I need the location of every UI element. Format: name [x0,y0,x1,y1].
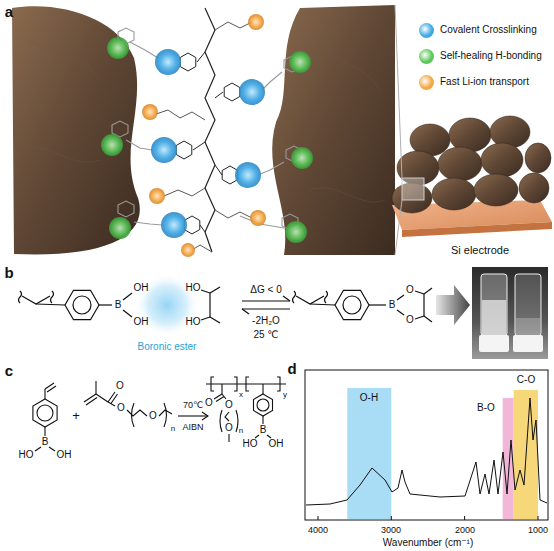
legend-text: Covalent Crosslinking [440,25,537,35]
axis-title: Wavenumber (cm⁻¹) [383,538,473,548]
condition-label: ΔG < 0 [250,285,281,295]
legend-text: Self-healing H-bonding [440,51,542,61]
atom-label: O [225,400,233,410]
atom-label: OH [134,317,149,327]
atom-label: OH [269,439,284,449]
band-label: C-O [517,375,535,385]
panel-letter: b [4,265,13,280]
atom-label: OH [134,283,149,293]
legend-entry: Self-healing H-bonding [419,49,542,64]
atom-label: HO [186,317,201,327]
atom-label: O [205,398,213,408]
axis-tick: 2000 [455,526,475,535]
atom-label: B [389,300,396,310]
subscript: n [171,425,175,433]
legend-swatch [419,23,434,38]
axis-tick: 3000 [381,526,401,535]
legend-entry: Fast Li-ion transport [419,75,529,90]
atom-label: B [260,425,267,435]
axis-tick: 4000 [308,526,328,535]
atom-label: O [149,411,157,421]
atom-label: HO [19,450,34,460]
band-label: O-H [360,393,378,403]
legend-swatch [419,49,434,64]
atom-label: O [225,423,233,433]
condition-label: 70℃ [183,401,203,410]
panel-letter: d [287,361,296,376]
atom-label: O [117,403,125,413]
atom-label: O [116,381,124,391]
atom-label: B [115,300,122,310]
atom-label: HO [186,283,201,293]
panel-letter: c [5,363,13,378]
component-label: Si electrode [451,245,509,256]
panel-letter: a [5,4,13,19]
atom-label: HO [243,439,258,449]
plus-sign: + [72,409,80,422]
band-label: B-O [477,403,495,413]
atom-label: O [406,285,414,295]
condition-label: 25 ℃ [253,330,278,340]
legend-entry: Covalent Crosslinking [419,23,537,38]
condition-label: -2H₂O [252,316,280,326]
axis-tick: 1000 [528,526,548,535]
subscript: y [283,391,287,399]
subscript: x [239,391,243,399]
product-label: Boronic ester [138,342,197,352]
atom-label: B [42,437,49,447]
legend-text: Fast Li-ion transport [440,77,529,87]
atom-label: OH [57,450,72,460]
atom-label: O [406,315,414,325]
condition-label: AIBN [182,423,203,432]
legend-swatch [419,75,434,90]
subscript: n [239,427,243,435]
